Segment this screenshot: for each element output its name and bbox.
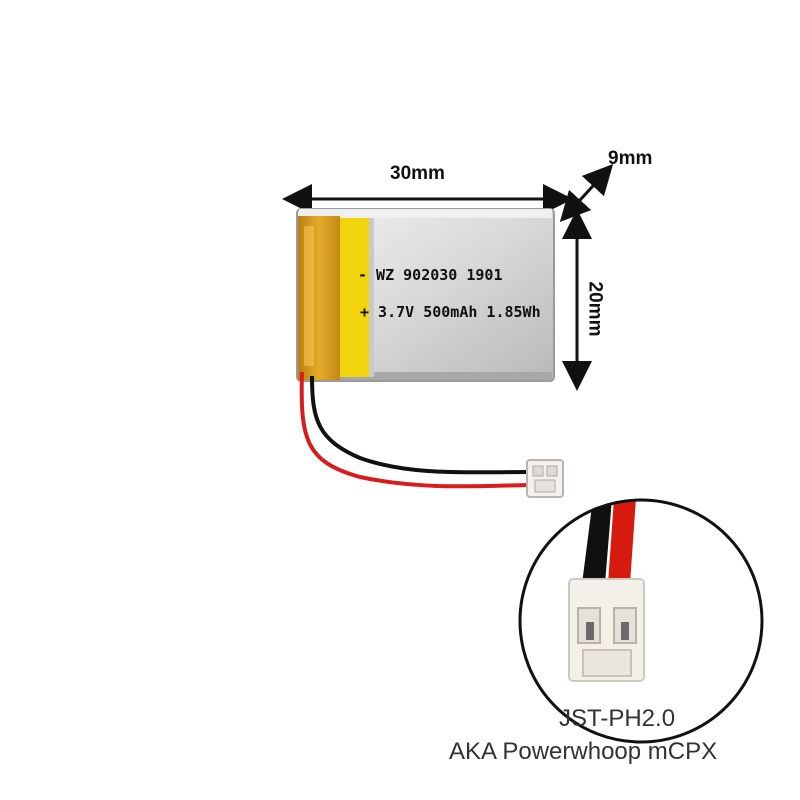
- connector-caption-line2: AKA Powerwhoop mCPX: [449, 738, 718, 765]
- height-dimension-label: 20mm: [584, 281, 606, 337]
- battery-bottom-edge: [299, 372, 552, 380]
- red-wire: [299, 371, 529, 489]
- battery-wires: [299, 371, 529, 489]
- lipo-battery: [296, 208, 555, 382]
- dimension-arrows: [282, 163, 614, 391]
- battery-label-line1: - WZ 902030 1901: [358, 266, 503, 284]
- kapton-tape-highlight: [304, 226, 314, 366]
- closeup-red-wire: [608, 500, 636, 584]
- connector-closeup: [518, 498, 764, 744]
- jst-connector-small: [526, 459, 564, 498]
- yellow-stripe: [340, 218, 369, 377]
- closeup-circle-border: [518, 498, 764, 744]
- black-wire: [310, 375, 528, 475]
- connector-caption-line1: JST-PH2.0: [559, 705, 676, 732]
- pcm-strip: [369, 218, 374, 377]
- depth-dimension-label: 9mm: [608, 148, 653, 169]
- closeup-black-wire: [582, 500, 612, 584]
- battery-label-line2: + 3.7V 500mAh 1.85Wh: [360, 303, 541, 321]
- battery-top-edge: [299, 209, 552, 218]
- depth-arrow: [559, 163, 614, 223]
- width-dimension-label: 30mm: [390, 163, 445, 184]
